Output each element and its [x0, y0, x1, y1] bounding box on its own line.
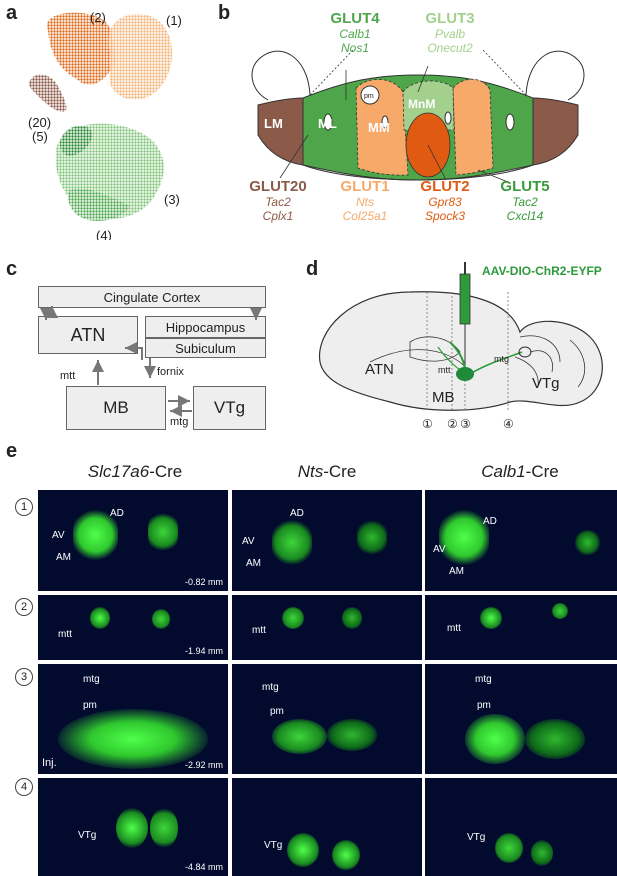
panel-label-a: a: [6, 2, 18, 24]
micrograph-r4-c1: VTg -4.84 mm: [38, 778, 228, 876]
col-head-nts: Nts-Cre: [297, 462, 357, 481]
region-mnm: MnM: [408, 97, 435, 111]
panel-label-d: d: [306, 258, 319, 280]
cluster-label-4: (4): [96, 228, 112, 240]
micrograph-r3-c2: mtg pm: [232, 664, 422, 774]
micrograph-r2-c2: mtt: [232, 595, 422, 660]
cluster-label-1: (1): [166, 13, 182, 28]
group-glut1: GLUT1 Nts Col25a1: [340, 178, 390, 223]
d-label-mb: MB: [432, 389, 455, 406]
d-label-atn: ATN: [365, 361, 394, 378]
row-num-1: 1: [15, 498, 33, 516]
micrograph-r1-c1: AD AV AM -0.82 mm: [38, 490, 228, 591]
micrograph-r4-c2: VTg: [232, 778, 422, 876]
micrograph-r3-c3: mtg pm: [425, 664, 617, 774]
box-vtg: VTg: [193, 386, 266, 430]
group-glut3: GLUT3 Pvalb Onecut2: [425, 10, 475, 55]
region-mm: MM: [368, 120, 390, 135]
micrograph-r3-c1: mtg pm Inj. -2.92 mm: [38, 664, 228, 774]
row-num-2: 2: [15, 598, 33, 616]
col-head-calb1: Calb1-Cre: [481, 462, 559, 481]
col-head-slc17a6: Slc17a6-Cre: [87, 462, 183, 481]
box-atn: ATN: [38, 316, 138, 354]
cluster-label-3: (3): [164, 192, 180, 207]
panel-label-b: b: [218, 2, 231, 24]
micrograph-r2-c1: mtt -1.94 mm: [38, 595, 228, 660]
micrograph-r1-c3: AD AV AM: [425, 490, 617, 591]
group-glut2: GLUT2 Gpr83 Spock3: [420, 178, 470, 223]
box-subiculum: Subiculum: [145, 338, 266, 358]
box-mb: MB: [66, 386, 166, 430]
circuit-arrows: mtt fornix mtg: [40, 306, 262, 428]
sagittal-brain: ATN mtt MB mtg VTg ① ② ③ ④: [318, 262, 603, 431]
edge-mtt: mtt: [60, 370, 75, 382]
edge-fornix: fornix: [157, 366, 184, 378]
virus-label: AAV-DIO-ChR2-EYFP: [482, 264, 602, 278]
cluster-label-20: (20): [28, 115, 51, 130]
micrograph-r2-c3: mtt: [425, 595, 617, 660]
row-num-3: 3: [15, 668, 33, 686]
row-num-4: 4: [15, 778, 33, 796]
group-glut4: GLUT4 Calb1 Nos1: [330, 10, 380, 55]
group-glut5: GLUT5 Tac2 Cxcl14: [500, 178, 550, 223]
box-cingulate-cortex: Cingulate Cortex: [38, 286, 266, 308]
d-section-3: ③: [460, 417, 471, 431]
region-ml: ML: [318, 116, 337, 131]
box-hippocampus: Hippocampus: [145, 316, 266, 338]
edge-mtg: mtg: [170, 416, 188, 428]
cluster-label-2: (2): [90, 10, 106, 25]
region-pm: pm: [364, 93, 374, 100]
group-glut20: GLUT20 Tac2 Cplx1: [249, 178, 307, 223]
panel-label-c: c: [6, 258, 18, 280]
umap-scatter: (2) (1) (20) (5) (3) (4): [28, 10, 182, 240]
d-section-2: ②: [447, 417, 458, 431]
panel-label-e: e: [6, 440, 18, 462]
d-label-mtt: mtt: [438, 365, 451, 375]
d-section-1: ①: [422, 417, 433, 431]
d-label-vtg: VTg: [532, 375, 560, 392]
d-section-4: ④: [503, 417, 514, 431]
micrograph-r1-c2: AD AV AM: [232, 490, 422, 591]
region-lm: LM: [264, 116, 283, 131]
micrograph-r4-c3: VTg: [425, 778, 617, 876]
d-label-mtg: mtg: [494, 354, 509, 364]
cluster-label-5: (5): [32, 129, 48, 144]
mammillary-schematic: LM ML MM MnM pm: [251, 49, 585, 183]
